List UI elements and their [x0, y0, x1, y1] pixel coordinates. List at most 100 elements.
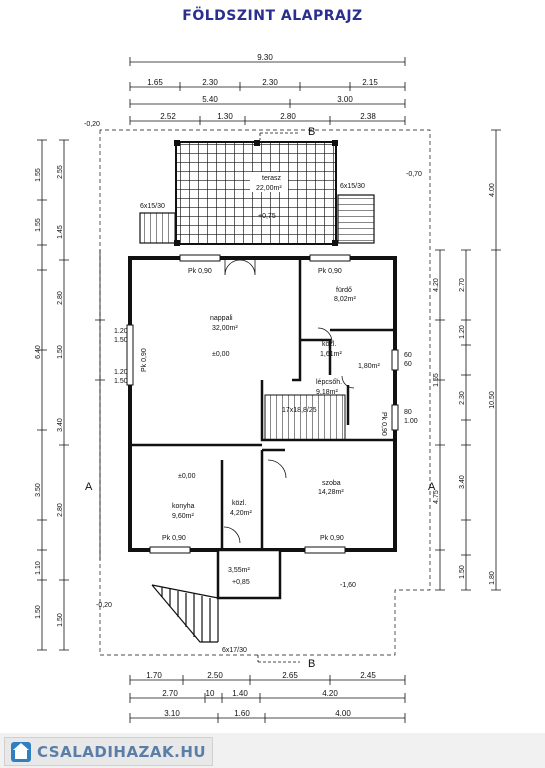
dim-right-5: 1.55 — [433, 373, 440, 387]
window-dim-6: 60 — [404, 361, 412, 368]
dim-top-9: 2.80 — [280, 112, 296, 121]
site-logo[interactable]: CSALADIHAZAK.HU — [4, 737, 214, 766]
section-b-bottom: B — [308, 658, 315, 670]
top-dimension-chains — [129, 57, 406, 125]
level-outside-right: -0,70 — [406, 171, 422, 178]
window-dim-7: 80 — [404, 409, 412, 416]
dim-right-4: 1.20 — [459, 325, 466, 339]
left-dimension-chains — [37, 139, 105, 651]
staircase-name: lépcsőh. — [316, 379, 342, 386]
entry-level: +0,85 — [232, 579, 250, 586]
kitchen-area: 9,60m² — [172, 513, 194, 520]
corridor1-name: közl. — [322, 341, 336, 348]
bathroom-name: fürdő — [336, 287, 352, 294]
dim-left-12: 1.50 — [57, 613, 64, 627]
terrace-tiles — [175, 141, 337, 245]
staircase-area: 9,18m² — [316, 389, 338, 396]
dim-right-9: 1.50 — [459, 565, 466, 579]
site-logo-text: CSALADIHAZAK.HU — [37, 742, 207, 761]
vestibule-area: 3,55m² — [228, 567, 250, 574]
dim-bottom-1: 1.70 — [146, 671, 162, 680]
site-outline — [99, 129, 431, 656]
parapet-label-2: Pk 0,90 — [318, 268, 342, 275]
bathroom-area: 8,02m² — [334, 296, 356, 303]
dim-left-9: 2.80 — [57, 503, 64, 517]
corridor2-area: 4,20m² — [230, 510, 252, 517]
dim-left-2: 1.55 — [35, 168, 42, 182]
room-area: 14,28m² — [318, 489, 344, 496]
dim-top-1: 1.65 — [147, 78, 163, 87]
house-icon — [11, 741, 31, 762]
parapet-label-1: Pk 0,90 — [188, 268, 212, 275]
kitchen-level: ±0,00 — [178, 473, 196, 480]
main-staircase — [264, 394, 346, 441]
dim-top-8: 1.30 — [217, 112, 233, 121]
terrace-label-bg — [250, 172, 288, 192]
dim-left-11: 1.50 — [35, 605, 42, 619]
terrace-stairs-right — [337, 194, 375, 244]
dim-right-7: 4.75 — [433, 490, 440, 504]
terrace-area: 22,00m² — [256, 185, 282, 192]
level-outside-left-top: -0,20 — [84, 121, 100, 128]
dim-right-1: 4.00 — [489, 183, 496, 197]
dim-top-5: 5.40 — [202, 95, 218, 104]
dim-bottom-4: 2.45 — [360, 671, 376, 680]
bottom-dimension-chains — [129, 675, 406, 723]
dim-left-10: 1.10 — [35, 561, 42, 575]
dim-top-2: 2.30 — [202, 78, 218, 87]
dim-left-total: 6.40 — [35, 345, 42, 359]
stairs-right-label: 6x15/30 — [340, 183, 365, 190]
footer-bar: CSALADIHAZAK.HU — [0, 733, 545, 768]
window-dim-4: 1.50 — [114, 378, 128, 385]
section-b-top: B — [308, 126, 315, 138]
entry-stairs-label: 6x17/30 — [222, 647, 247, 654]
parapet-label-3: Pk 0,90 — [141, 348, 148, 372]
dim-right-6: 2.30 — [459, 391, 466, 405]
terrace-stairs-left — [139, 212, 177, 244]
dim-left-5: 2.80 — [57, 291, 64, 305]
terrace-columns — [174, 140, 338, 246]
window-dim-8: 1.00 — [404, 418, 418, 425]
right-dimension-chains — [435, 129, 501, 591]
dim-top-total: 9.30 — [257, 53, 273, 62]
dim-left-1: 2.55 — [57, 165, 64, 179]
dim-left-3: 1.55 — [35, 218, 42, 232]
dim-left-7: 3.40 — [57, 418, 64, 432]
window-dim-3: 1.20 — [114, 369, 128, 376]
window-dim-5: 60 — [404, 352, 412, 359]
window-dim-2: 1.50 — [114, 337, 128, 344]
dim-left-8: 3.50 — [35, 483, 42, 497]
dim-right-2: 4.20 — [433, 278, 440, 292]
dim-bottom-3: 2.65 — [282, 671, 298, 680]
section-a-right: A — [428, 481, 436, 493]
terrace-door — [224, 259, 256, 276]
dim-bottom-8: 4.20 — [322, 689, 338, 698]
dim-bottom-11: 4.00 — [335, 709, 351, 718]
terrace-name: terasz — [262, 175, 282, 182]
window-dim-1: 1.20 — [114, 328, 128, 335]
section-b-top-line — [259, 132, 300, 140]
floor-plan-drawing: 9.30 1.65 2.30 2.30 2.15 5.40 3.00 2.52 … — [35, 53, 501, 723]
dim-bottom-7: 1.40 — [232, 689, 248, 698]
level-outside-bottom: -1,60 — [340, 582, 356, 589]
corridor1-area: 1,61m² — [320, 351, 342, 358]
parapet-label-6: Pk 0,90 — [380, 412, 387, 436]
dim-top-10: 2.38 — [360, 112, 376, 121]
dim-bottom-2: 2.50 — [207, 671, 223, 680]
dim-top-4: 2.15 — [362, 78, 378, 87]
section-b-bottom-line — [257, 655, 300, 663]
windows — [126, 254, 399, 554]
dim-top-3: 2.30 — [262, 78, 278, 87]
kitchen-name: konyha — [172, 503, 195, 510]
dim-right-total: 10.50 — [489, 391, 496, 409]
interior-walls — [130, 258, 395, 550]
parapet-label-5: Pk 0,90 — [320, 535, 344, 542]
dim-right-10: 1.80 — [489, 571, 496, 585]
plan-title: FÖLDSZINT ALAPRAJZ — [182, 8, 363, 24]
dim-left-4: 1.45 — [57, 225, 64, 239]
living-name: nappali — [210, 315, 233, 322]
living-area: 32,00m² — [212, 325, 238, 332]
dim-top-6: 3.00 — [337, 95, 353, 104]
dim-right-3: 2.70 — [459, 278, 466, 292]
dim-top-7: 2.52 — [160, 112, 176, 121]
